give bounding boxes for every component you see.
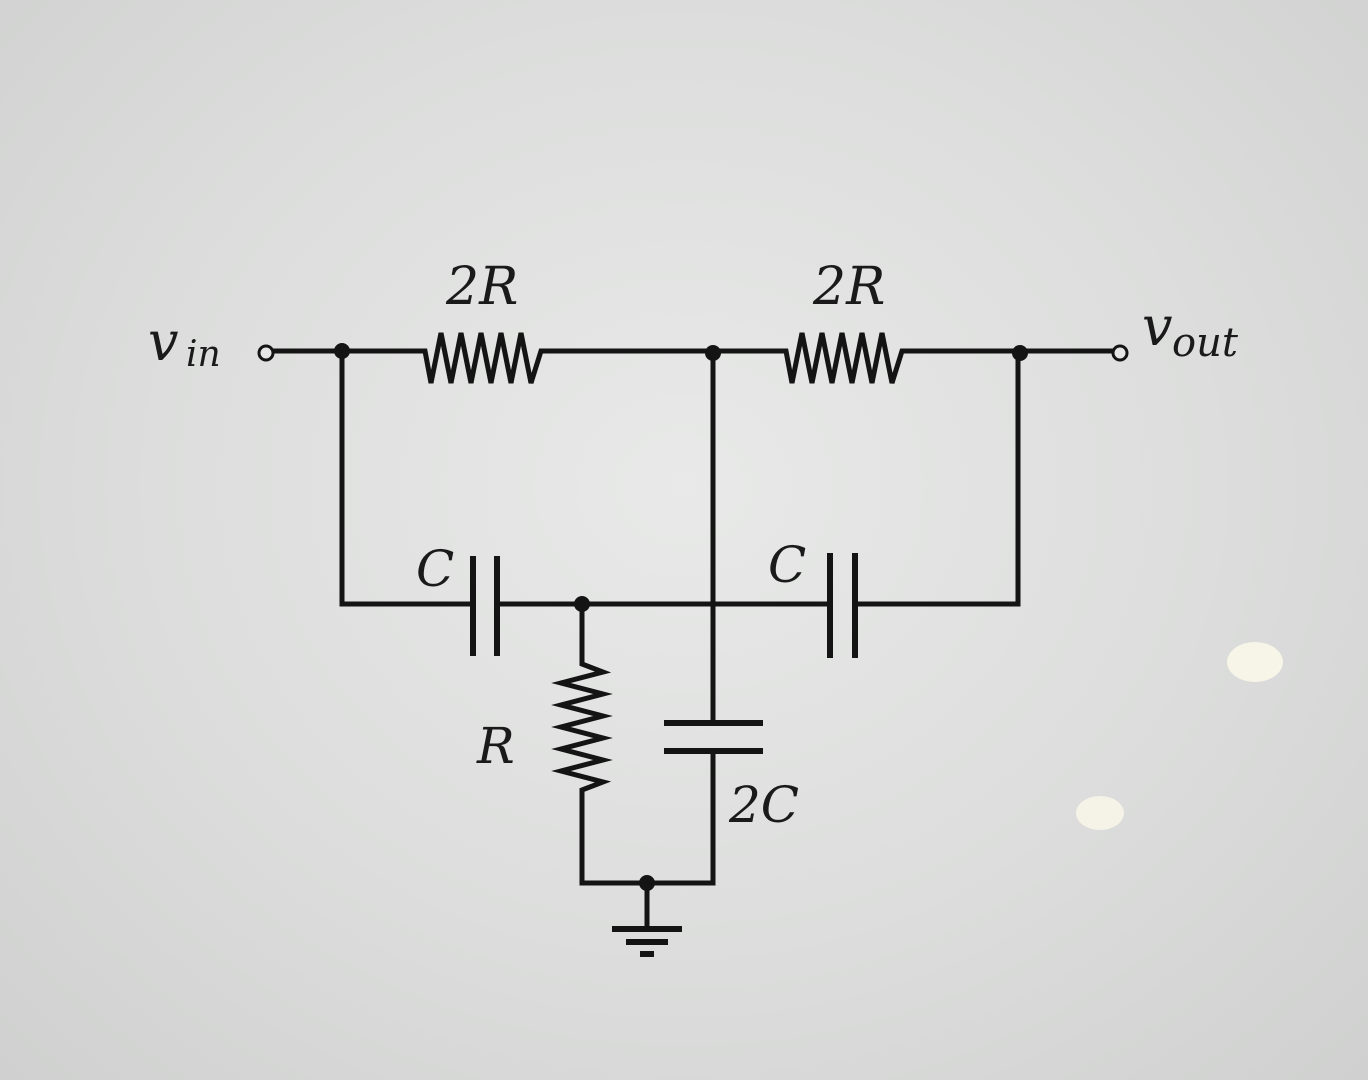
- resistor-2r-left: [412, 332, 558, 384]
- junction-node-ground: [639, 875, 655, 891]
- vin-subscript: in: [186, 334, 221, 375]
- junction-node-output: [1012, 345, 1028, 361]
- wire-right-loop: [854, 348, 1021, 607]
- glare-spot: [1076, 796, 1124, 830]
- junction-node-left-t: [574, 596, 590, 612]
- glare-spot: [1227, 642, 1283, 682]
- vin-terminal: [257, 344, 275, 362]
- vin-label: v: [148, 310, 179, 373]
- resistor-r-shunt: [551, 654, 613, 800]
- capacitor-2c-label: 2C: [728, 776, 799, 834]
- resistor-2r-right-label: 2R: [812, 257, 885, 317]
- capacitor-c-right-label: C: [768, 536, 806, 594]
- vout-label: v: [1142, 295, 1173, 358]
- ground-icon: [612, 926, 682, 957]
- resistor-2r-right: [775, 332, 918, 384]
- vout-subscript: out: [1172, 320, 1239, 366]
- wire-left-loop: [339, 348, 473, 607]
- resistor-2r-left-label: 2R: [445, 257, 518, 317]
- capacitor-c-left-label: C: [416, 540, 454, 598]
- vout-terminal: [1111, 344, 1129, 362]
- wire-2c-to-ground: [579, 750, 716, 886]
- resistor-r-label: R: [476, 717, 515, 775]
- junction-node-input: [334, 343, 350, 359]
- junction-node-top-middle: [705, 345, 721, 361]
